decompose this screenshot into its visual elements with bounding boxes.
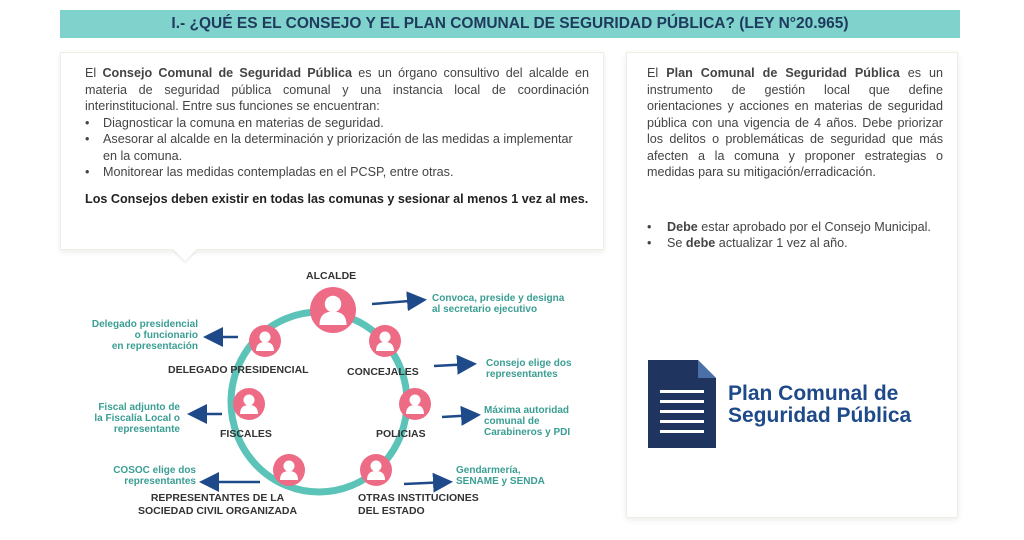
otras-node [360,454,392,486]
arrow-policias [441,405,481,426]
delegado-note: Delegado presidencial o funcionario en r… [91,319,198,352]
cosoc-note: COSOC elige dos representantes [113,465,196,487]
concejales-note: Consejo elige dos representantes [486,358,572,380]
alcalde-label: ALCALDE [306,270,357,282]
section-banner: I.- ¿QUÉ ES EL CONSEJO Y EL PLAN COMUNAL… [60,10,960,38]
concejales-node [369,325,401,357]
consejo-functions-list: Diagnosticar la comuna en materias de se… [85,115,589,181]
list-item: Monitorear las medidas contempladas en e… [85,164,589,181]
arrow-concejales [433,354,477,375]
diagram-graphic [187,287,481,496]
plan-intro: El Plan Comunal de Seguridad Pública es … [647,66,943,179]
list-item: Asesorar al alcalde en la determinación … [85,131,589,164]
list-item: Diagnosticar la comuna en materias de se… [85,115,589,132]
list-item: Debe estar aprobado por el Consejo Munic… [647,219,943,236]
fiscales-note: Fiscal adjunto de la Fiscalía Local o re… [94,402,180,435]
document-icon [648,360,716,448]
arrow-alcalde [371,291,427,312]
alcalde-node [310,287,356,333]
otras-label: OTRAS INSTITUCIONES DEL ESTADO [358,492,479,517]
concejales-label: CONCEJALES [347,366,419,378]
consejo-note: Los Consejos deben existir en todas las … [85,191,589,206]
list-item: Se debe actualizar 1 vez al año. [647,235,943,252]
plan-requirements: Debe estar aprobado por el Consejo Munic… [647,219,943,252]
consejo-name: Consejo Comunal de Seguridad Pública [102,66,353,80]
consejo-diagram: ALCALDE DELEGADO PRESIDENCIAL CONCEJALES… [60,262,604,524]
delegado-label: DELEGADO PRESIDENCIAL [168,364,309,376]
consejo-card: El Consejo Comunal de Seguridad Pública … [60,52,604,261]
delegado-node [249,325,281,357]
plan-card: El Plan Comunal de Seguridad Pública es … [626,52,958,518]
policias-label: POLICIAS [376,428,426,440]
consejo-intro: El Consejo Comunal de Seguridad Pública … [85,66,589,113]
section-title: I.- ¿QUÉ ES EL CONSEJO Y EL PLAN COMUNAL… [171,15,849,32]
arrow-otras [403,472,453,493]
sociedad-node [273,454,305,486]
sociedad-label: REPRESENTANTES DE LA SOCIEDAD CIVIL ORGA… [138,492,298,517]
fiscales-label: FISCALES [220,428,272,440]
otras-note: Gendarmería, SENAME y SENDA [456,465,545,487]
fiscales-node [233,388,265,420]
card-pointer [173,249,197,261]
plan-name: Plan Comunal de Seguridad Pública [666,66,900,80]
plan-title: Plan Comunal de Seguridad Pública [728,382,912,427]
policias-node [399,388,431,420]
policias-note: Máxima autoridad comunal de Carabineros … [484,405,571,438]
alcalde-note: Convoca, preside y designa al secretario… [432,293,565,315]
